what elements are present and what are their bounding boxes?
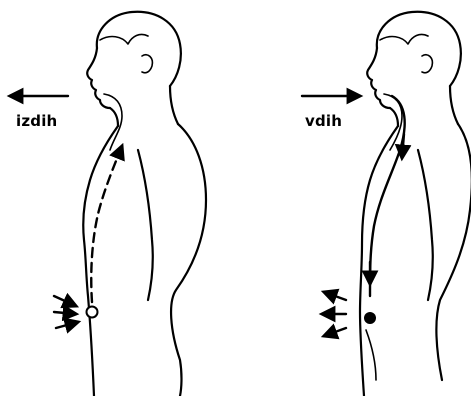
left-figure bbox=[10, 12, 206, 396]
inhale-label: vdih bbox=[305, 112, 342, 130]
exhale-label: izdih bbox=[16, 112, 57, 130]
right-figure bbox=[302, 12, 471, 396]
